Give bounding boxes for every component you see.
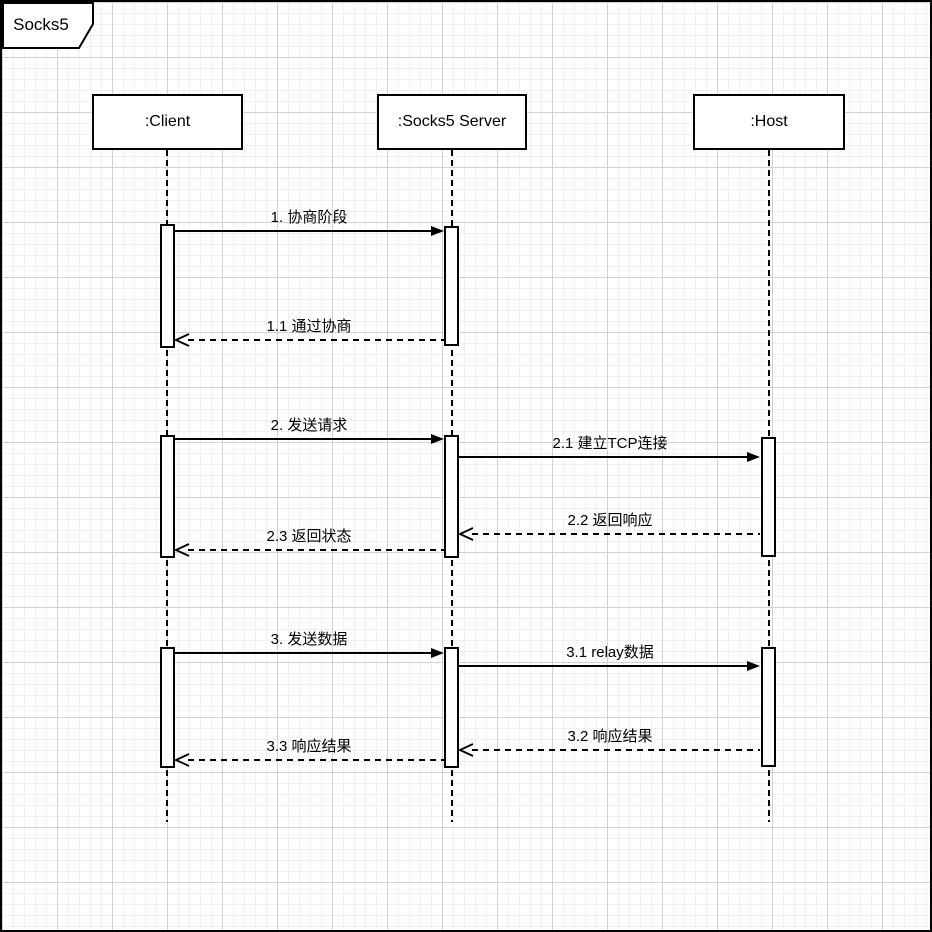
message-3-3-line[interactable]: [188, 759, 444, 761]
activation-client-3[interactable]: [160, 647, 175, 768]
message-3-2-arrowhead-icon: [458, 743, 474, 757]
lifeline-header-host-label: :Host: [750, 113, 788, 130]
message-3-1-arrowhead-icon: [747, 661, 760, 671]
message-2-3-label[interactable]: 2.3 返回状态: [266, 528, 352, 545]
activation-host-2[interactable]: [761, 437, 776, 557]
frame-tab-shape[interactable]: [2, 2, 96, 50]
message-3-1-line[interactable]: [459, 665, 748, 667]
message-1-label[interactable]: 1. 协商阶段: [270, 209, 348, 226]
message-3-3-label[interactable]: 3.3 响应结果: [266, 738, 352, 755]
message-1-1-line[interactable]: [188, 339, 445, 341]
lifeline-header-host[interactable]: :Host: [693, 94, 845, 150]
message-2-2-arrowhead-icon: [458, 527, 474, 541]
activation-server-1[interactable]: [444, 226, 459, 346]
message-1-1-arrowhead-icon: [174, 333, 190, 347]
message-1-arrowhead-icon: [431, 226, 444, 236]
message-2-1-label[interactable]: 2.1 建立TCP连接: [552, 435, 668, 452]
message-2-1-arrowhead-icon: [747, 452, 760, 462]
message-3-1-label[interactable]: 3.1 relay数据: [566, 644, 654, 661]
activation-client-1[interactable]: [160, 224, 175, 348]
message-2-2-label[interactable]: 2.2 返回响应: [567, 512, 653, 529]
message-2-arrowhead-icon: [431, 434, 444, 444]
message-2-3-line[interactable]: [188, 549, 444, 551]
message-3-label[interactable]: 3. 发送数据: [270, 631, 348, 648]
message-2-1-line[interactable]: [459, 456, 748, 458]
frame-title: Socks5: [13, 14, 69, 34]
message-3-2-label[interactable]: 3.2 响应结果: [567, 728, 653, 745]
lifeline-header-socks5-server-label: :Socks5 Server: [397, 113, 507, 130]
message-2-3-arrowhead-icon: [174, 543, 190, 557]
message-3-2-line[interactable]: [472, 749, 760, 751]
message-3-arrowhead-icon: [431, 648, 444, 658]
activation-server-3[interactable]: [444, 647, 459, 768]
lifeline-header-client[interactable]: :Client: [92, 94, 243, 150]
message-1-1-label[interactable]: 1.1 通过协商: [266, 318, 352, 335]
activation-host-3[interactable]: [761, 647, 776, 767]
activation-server-2[interactable]: [444, 435, 459, 558]
lifeline-header-client-label: :Client: [144, 113, 191, 130]
message-1-line[interactable]: [175, 230, 432, 232]
message-3-3-arrowhead-icon: [174, 753, 190, 767]
message-2-line[interactable]: [175, 438, 432, 440]
lifeline-header-socks5-server[interactable]: :Socks5 Server: [377, 94, 527, 150]
message-2-2-line[interactable]: [472, 533, 760, 535]
message-3-line[interactable]: [175, 652, 432, 654]
message-2-label[interactable]: 2. 发送请求: [270, 417, 348, 434]
activation-client-2[interactable]: [160, 435, 175, 558]
